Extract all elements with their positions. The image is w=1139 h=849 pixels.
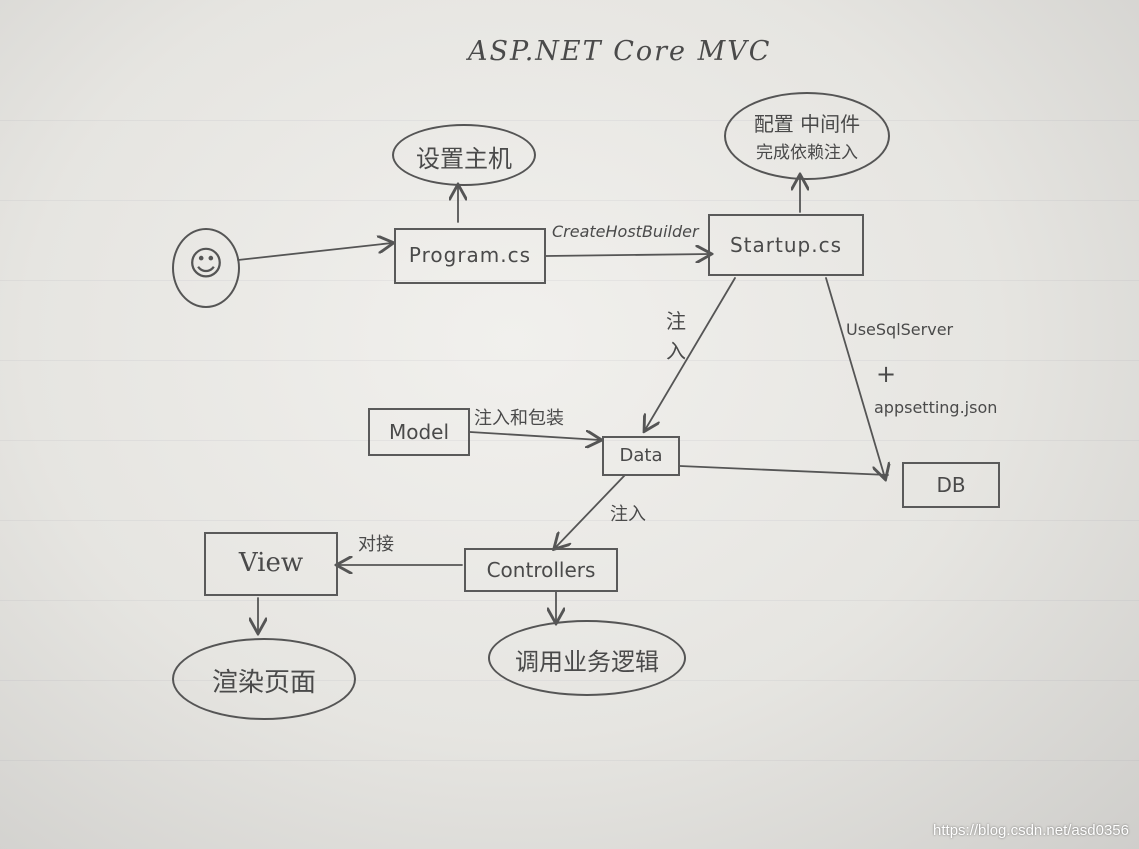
startup-box: Startup.cs: [708, 214, 864, 276]
view-box: View: [204, 532, 338, 596]
edge-label-appsetting: appsetting.json: [874, 398, 998, 417]
view-label: View: [238, 548, 304, 578]
edge-label-pass-data: 对接: [358, 534, 394, 555]
program-label: Program.cs: [408, 243, 532, 267]
arrow-user-to-program: [237, 243, 392, 261]
controllers-label: Controllers: [486, 558, 596, 582]
call-business-label: 调用业务逻辑: [515, 648, 659, 676]
dependency-injection-label: 完成依赖注入: [756, 143, 858, 163]
ruled-line: [0, 600, 1139, 601]
edge-label-createhostbuilder: CreateHostBuilder: [552, 222, 699, 241]
ruled-line: [0, 760, 1139, 761]
diagram-title: ASP.NET Core MVC: [468, 36, 772, 67]
data-label: Data: [619, 445, 663, 466]
render-page-label: 渲染页面: [211, 668, 316, 698]
edge-label-plus: +: [876, 360, 897, 388]
model-box: Model: [368, 408, 470, 456]
config-middleware-label: 配置 中间件: [753, 112, 861, 136]
call-business-cloud: 调用业务逻辑: [488, 620, 686, 696]
ruled-line: [0, 440, 1139, 441]
edge-label-inject-controllers: 注入: [610, 504, 646, 525]
ruled-line: [0, 200, 1139, 201]
db-label: DB: [936, 473, 966, 497]
config-middleware-cloud: 配置 中间件 完成依赖注入: [724, 92, 890, 180]
ruled-line: [0, 360, 1139, 361]
edge-label-inject-wrap: 注入和包装: [474, 408, 564, 429]
face-glyph: ☺: [188, 244, 224, 284]
model-label: Model: [388, 420, 450, 444]
set-host-cloud: 设置主机: [392, 124, 536, 186]
user-face-icon: ☺: [172, 228, 240, 308]
line-data-to-db: [679, 465, 889, 476]
edge-label-usesqlserver: UseSqlServer: [846, 320, 954, 339]
edge-label-inject-startup: 注 入: [666, 309, 686, 363]
ruled-line: [0, 120, 1139, 121]
controllers-box: Controllers: [464, 548, 618, 592]
arrow-data-to-controllers: [555, 474, 626, 548]
arrow-startup-to-data: [645, 277, 736, 430]
source-watermark: https://blog.csdn.net/asd0356: [933, 822, 1129, 839]
data-box: Data: [602, 436, 680, 476]
arrow-model-to-data: [469, 432, 600, 440]
program-box: Program.cs: [394, 228, 546, 284]
db-box: DB: [902, 462, 1000, 508]
arrow-program-to-startup: [545, 254, 710, 256]
set-host-label: 设置主机: [416, 145, 512, 173]
startup-label: Startup.cs: [729, 233, 842, 257]
arrow-startup-to-db: [825, 277, 885, 478]
ruled-line: [0, 280, 1139, 281]
ruled-line: [0, 520, 1139, 521]
render-page-cloud: 渲染页面: [172, 638, 356, 720]
